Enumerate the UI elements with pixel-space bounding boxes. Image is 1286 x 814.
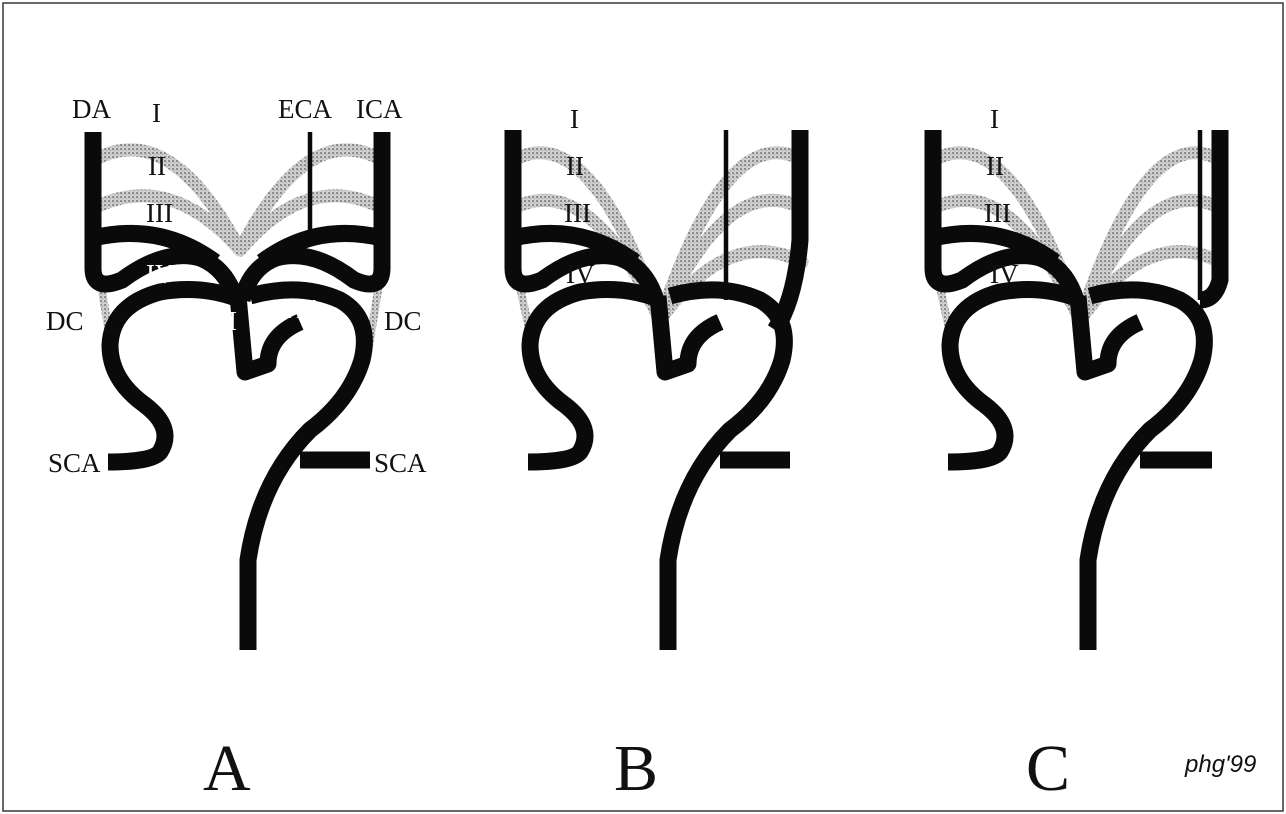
label-arch-2: II: [148, 151, 166, 181]
label-arch-1: I: [990, 104, 999, 134]
label-arch-3: III: [984, 198, 1011, 228]
label-arch-4: IV: [566, 259, 595, 289]
label-aa-numeral: I: [228, 306, 237, 336]
label-arch-2: II: [566, 151, 584, 181]
left-arch-loop: [108, 290, 236, 462]
label-dc-left: DC: [46, 306, 84, 336]
label-arch-4: IV: [990, 259, 1019, 289]
label-sca-left: SCA: [48, 448, 101, 478]
author-signature: phg'99: [1184, 751, 1256, 778]
aortic-sac: [1078, 296, 1140, 372]
panel-c: I II III IV C: [933, 104, 1220, 805]
panel-letter-a: A: [203, 732, 251, 805]
label-sca-right: SCA: [374, 448, 427, 478]
label-ica: ICA: [356, 94, 403, 124]
panel-letter-c: C: [1026, 732, 1070, 805]
label-eca: ECA: [278, 94, 333, 124]
label-arch-2: II: [986, 151, 1004, 181]
left-arch-loop: [528, 290, 656, 462]
panel-a: DA I II III IV ECA ICA DC DC I AA SCA SC…: [46, 94, 427, 805]
label-arch-1: I: [570, 104, 579, 134]
label-arch-1: I: [152, 98, 161, 128]
label-arch-4: IV: [146, 259, 175, 289]
panel-b: I II III IV B: [513, 104, 802, 805]
aortic-sac: [658, 296, 720, 372]
label-dc-right: DC: [384, 306, 422, 336]
label-da: DA: [72, 94, 111, 124]
panel-letter-b: B: [614, 732, 658, 805]
label-arch-3: III: [564, 198, 591, 228]
label-aa: AA: [285, 294, 324, 324]
left-arch-loop: [948, 290, 1076, 462]
label-arch-3: III: [146, 198, 173, 228]
figure-border: [3, 3, 1283, 811]
